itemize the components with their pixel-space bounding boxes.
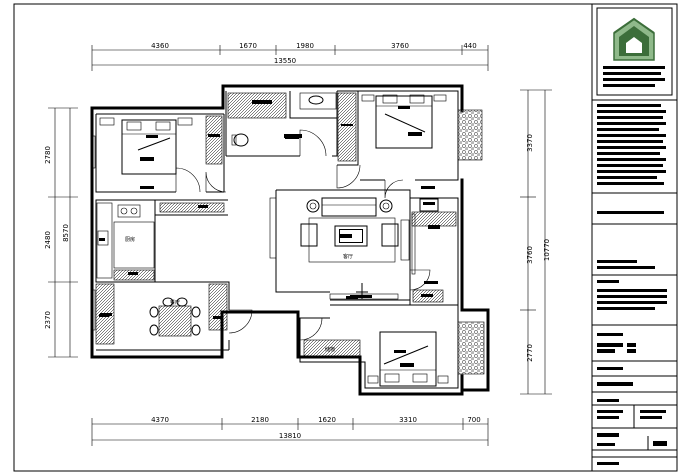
stove: [117, 204, 141, 218]
bottom-dim-5: 700: [467, 416, 480, 424]
cabinet: [159, 202, 225, 213]
left-dim-1: 2780: [44, 146, 52, 164]
wardrobe: [303, 339, 361, 359]
chair: [191, 324, 201, 336]
balcony-planter: [457, 109, 483, 161]
living-room: 客厅: [269, 197, 399, 300]
bottom-dim-1: 4370: [151, 416, 169, 424]
doors: [175, 129, 431, 341]
right-dim-total: 10770: [543, 239, 551, 261]
tv-cabinet: [329, 293, 399, 300]
side-table: [379, 199, 393, 213]
pillow: [384, 373, 400, 383]
window: [91, 289, 96, 331]
sofa: [321, 197, 377, 217]
dining-table: [158, 305, 192, 337]
chair: [176, 297, 188, 307]
title-block: [591, 3, 678, 472]
bottom-dim-3: 1620: [318, 416, 336, 424]
top-dim-1: 4360: [151, 42, 169, 50]
right-dimensions: 3370 3760 2770 10770: [520, 89, 552, 395]
sink: [308, 95, 324, 105]
armchair: [381, 223, 399, 247]
pillow: [409, 94, 425, 104]
top-dim-5: 440: [463, 42, 476, 50]
washing-machine: [419, 198, 439, 212]
house-logo-icon: [613, 17, 655, 61]
exterior-walls: [90, 84, 490, 396]
chair: [191, 306, 201, 318]
bed: [121, 119, 177, 175]
left-dimensions: 2780 2480 2370 8570: [44, 107, 78, 358]
bedroom-3: 储物: [303, 321, 485, 387]
bottom-dim-2: 2180: [251, 416, 269, 424]
top-dim-3: 1980: [296, 42, 314, 50]
logo-box: [596, 7, 673, 96]
toilet: [233, 133, 249, 147]
bottom-dimensions: 4370 2180 1620 3310 700 13810: [91, 416, 489, 446]
bedroom-2: [361, 94, 483, 161]
title-block-notes: [597, 104, 666, 185]
sink-counter: [299, 92, 337, 110]
right-dim-1: 3370: [526, 134, 534, 152]
dining: 餐厅: [95, 283, 228, 345]
chair: [149, 306, 159, 318]
window: [269, 197, 277, 259]
chair: [149, 324, 159, 336]
kitchen: 厨房: [91, 202, 225, 331]
bed: [375, 95, 433, 149]
window: [400, 219, 410, 261]
side-table: [306, 199, 320, 213]
top-dim-2: 1670: [239, 42, 257, 50]
left-dim-2: 2480: [44, 231, 52, 249]
pillow: [382, 94, 398, 104]
cabinet: [208, 283, 228, 331]
coffee-table: [334, 225, 368, 247]
island: [113, 221, 155, 269]
kitchen-label: 厨房: [125, 236, 135, 243]
balcony-planter: [457, 321, 485, 375]
top-dim-total: 13550: [274, 57, 296, 65]
top-dimensions: 4360 1670 1980 3760 440 13550: [91, 42, 489, 71]
shelf: [411, 211, 457, 227]
pillow: [126, 121, 142, 131]
pillow: [155, 121, 171, 131]
bedroom-1: [91, 115, 223, 175]
top-dim-4: 3760: [391, 42, 409, 50]
bathroom: [227, 92, 357, 162]
sink: [97, 230, 109, 246]
right-dim-2: 3760: [526, 246, 534, 264]
title-block-content: [592, 7, 677, 465]
rug: [308, 217, 396, 263]
dining-label: 餐厅: [170, 299, 180, 306]
storage-cabinet: [337, 92, 357, 162]
pillow: [412, 373, 428, 383]
counter: [96, 202, 113, 279]
storage-label: 储物: [325, 346, 335, 353]
bottom-dim-4: 3310: [399, 416, 417, 424]
bottom-dim-total: 13810: [279, 432, 301, 440]
living-label: 客厅: [343, 253, 353, 260]
chair: [162, 297, 174, 307]
right-dim-3: 2770: [526, 344, 534, 362]
left-dim-total: 8570: [62, 224, 70, 242]
wardrobe: [205, 115, 223, 165]
window: [91, 135, 96, 169]
bathtub: [227, 92, 287, 119]
utility-room: [400, 198, 457, 303]
left-dim-3: 2370: [44, 311, 52, 329]
bed: [379, 331, 437, 387]
